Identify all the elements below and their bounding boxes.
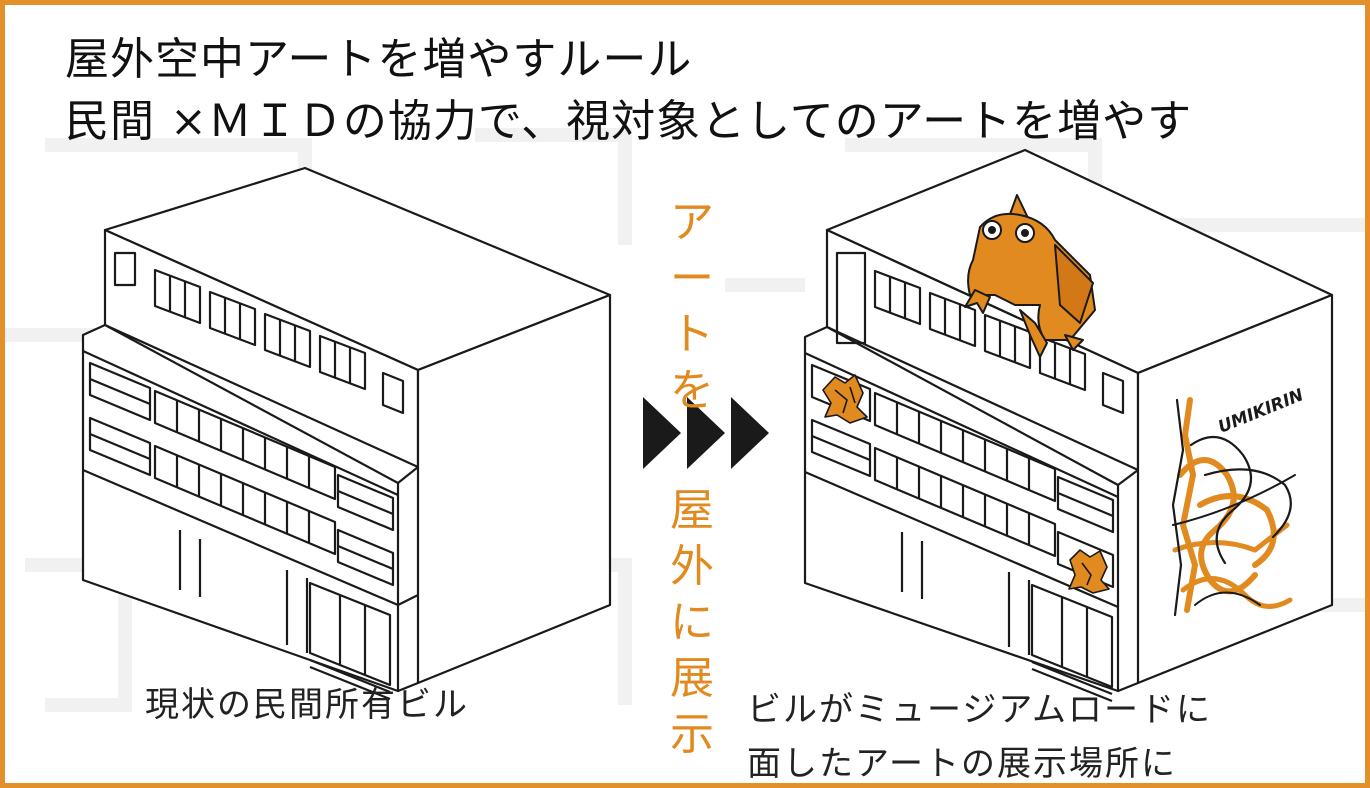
arrow-label-char: ー — [670, 253, 714, 304]
arrow-3 — [731, 397, 769, 469]
illustration: UMIKIRIN — [81, 148, 1334, 703]
arrow-2 — [687, 397, 725, 469]
small-sculpture-left — [822, 374, 868, 424]
arrow-label-char: を — [670, 365, 714, 416]
arrow-label-lower: 屋 外 に 展 示 — [667, 483, 717, 763]
heading-line-1: 屋外空中アートを増やすルール — [65, 34, 693, 85]
arrow-label-char: 展 — [670, 653, 714, 704]
frog-sculpture — [964, 194, 1096, 358]
arrow-1 — [643, 397, 681, 469]
arrow-label-upper: ア ー ト を — [667, 195, 717, 419]
left-building — [81, 166, 612, 701]
right-building — [803, 148, 1334, 703]
left-caption: 現状の民間所有ビル — [145, 685, 469, 725]
heading-line-2: 民間 ×ＭＩＤの協力で、視対象としてのアートを増やす — [65, 96, 1193, 147]
arrow-label-char: ア — [670, 197, 714, 248]
right-caption: ビルがミュージアムロードに 面したアートの展示場所に — [747, 683, 1212, 784]
small-sculpture-right — [1068, 549, 1110, 594]
arrow-label-char: ト — [670, 309, 714, 360]
arrow-label-char: に — [670, 597, 714, 648]
arrow-label-char: 外 — [670, 541, 714, 592]
right-caption-line-1: ビルがミュージアムロードに — [747, 690, 1212, 730]
mural-art — [1171, 397, 1296, 617]
right-caption-line-2: 面したアートの展示場所に — [747, 744, 1177, 784]
arrow-label-char: 屋 — [670, 485, 714, 536]
arrows — [643, 397, 769, 469]
arrow-label-char: 示 — [670, 709, 714, 760]
